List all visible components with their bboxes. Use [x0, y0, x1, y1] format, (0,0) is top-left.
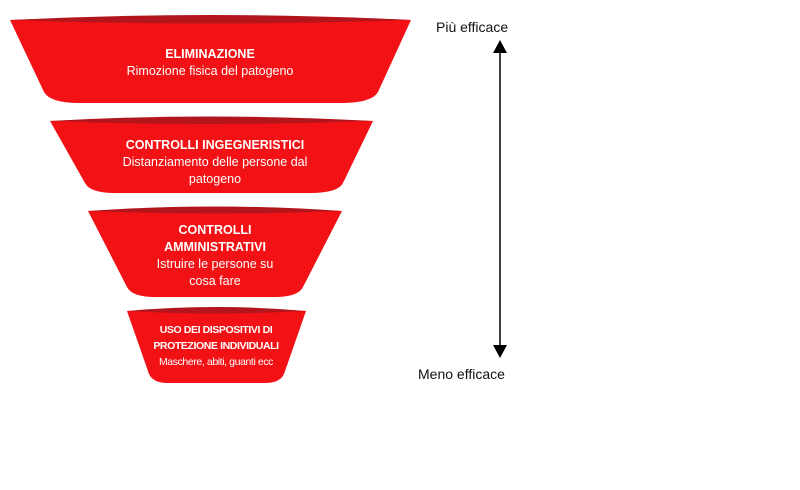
- level-title: CONTROLLI AMMINISTRATIVI: [164, 223, 266, 254]
- level-description: Maschere, abiti, guanti ecc: [158, 356, 274, 368]
- level-4-label: USO DEI DISPOSITIVI DI PROTEZIONE INDIVI…: [146, 322, 286, 370]
- funnel-level-4: [127, 307, 306, 383]
- funnel-level-3: [88, 206, 342, 297]
- funnel-level-2: [50, 116, 373, 193]
- level-description: Istruire le persone su cosa fare: [156, 257, 274, 288]
- least-effective-label: Meno efficace: [418, 366, 505, 382]
- effectiveness-arrow: [493, 40, 507, 358]
- level-title: ELIMINAZIONE: [165, 47, 255, 61]
- level-description: Distanziamento delle persone dal patogen…: [122, 155, 308, 186]
- most-effective-label: Più efficace: [436, 19, 509, 35]
- level-title: CONTROLLI INGEGNERISTICI: [125, 138, 305, 152]
- level-1-label: ELIMINAZIONE Rimozione fisica del patoge…: [60, 46, 360, 80]
- level-description: Rimozione fisica del patogeno: [126, 64, 294, 78]
- level-title: USO DEI DISPOSITIVI DI PROTEZIONE INDIVI…: [153, 324, 279, 352]
- funnel-level-1: [10, 15, 411, 103]
- level-2-label: CONTROLLI INGEGNERISTICI Distanziamento …: [120, 137, 310, 188]
- level-3-label: CONTROLLI AMMINISTRATIVI Istruire le per…: [145, 222, 285, 290]
